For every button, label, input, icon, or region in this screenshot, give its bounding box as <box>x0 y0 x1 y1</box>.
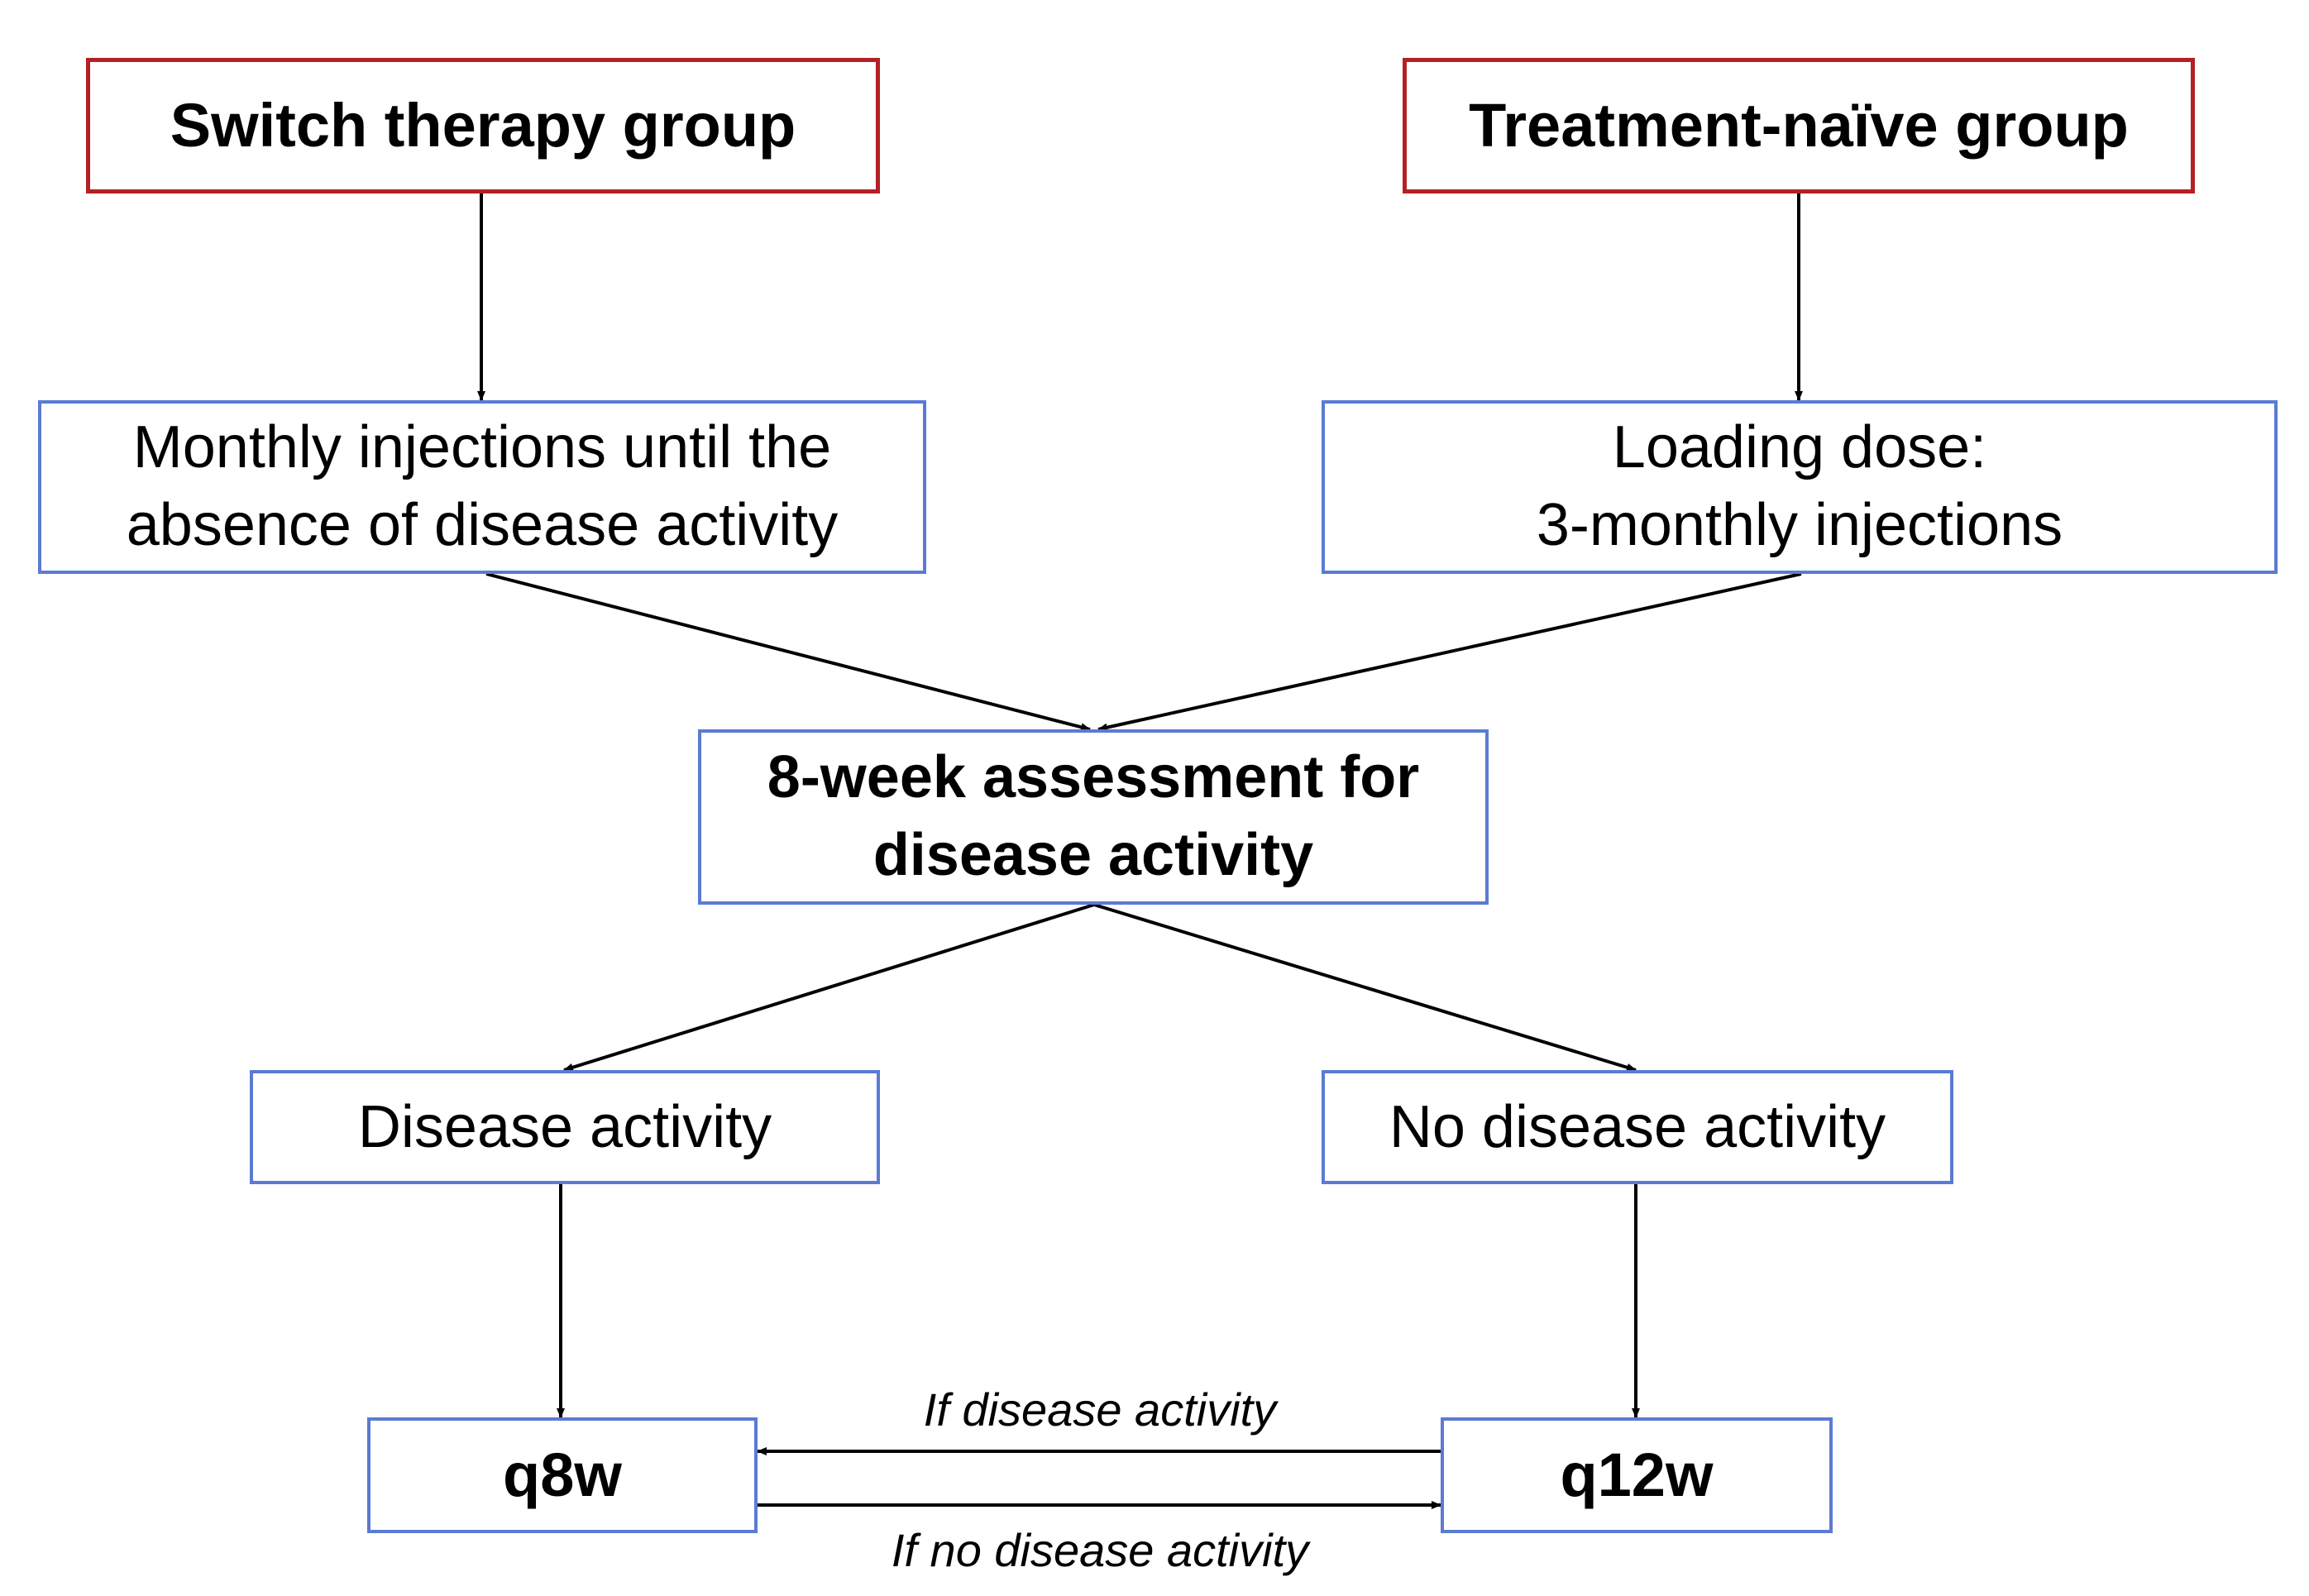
q8w-box: q8w <box>367 1417 758 1533</box>
no-disease-activity-box: No disease activity <box>1322 1070 1953 1184</box>
arrow-assessment-to-activity <box>563 903 1095 1072</box>
disease-activity-label: Disease activity <box>357 1093 772 1160</box>
switch-therapy-group-label: Switch therapy group <box>170 90 796 160</box>
monthly-injections-box: Monthly injections until the absence of … <box>38 400 926 574</box>
treatment-naive-group-box: Treatment-naïve group <box>1403 58 2195 194</box>
loading-dose-box: Loading dose: 3-monthly injections <box>1322 400 2278 574</box>
q8w-label: q8w <box>503 1440 622 1509</box>
monthly-injections-label: Monthly injections until the absence of … <box>126 414 839 558</box>
assessment-box: 8-week assessment for disease activity <box>698 729 1489 905</box>
loading-dose-label: Loading dose: 3-monthly injections <box>1536 414 2063 558</box>
no-disease-activity-label: No disease activity <box>1389 1093 1886 1160</box>
q12w-box: q12w <box>1441 1417 1833 1533</box>
arrow-loading-to-assessment <box>1097 572 1802 732</box>
disease-activity-box: Disease activity <box>250 1070 880 1184</box>
if-disease-activity-label: If disease activity <box>923 1383 1277 1436</box>
arrow-assessment-to-no-activity <box>1093 903 1637 1072</box>
q12w-label: q12w <box>1560 1440 1714 1509</box>
if-no-disease-activity-label: If no disease activity <box>891 1524 1309 1576</box>
assessment-label: 8-week assessment for disease activity <box>767 744 1420 888</box>
arrow-monthly-to-assessment <box>485 572 1091 732</box>
treatment-naive-group-label: Treatment-naïve group <box>1469 90 2129 160</box>
switch-therapy-group-box: Switch therapy group <box>86 58 880 194</box>
